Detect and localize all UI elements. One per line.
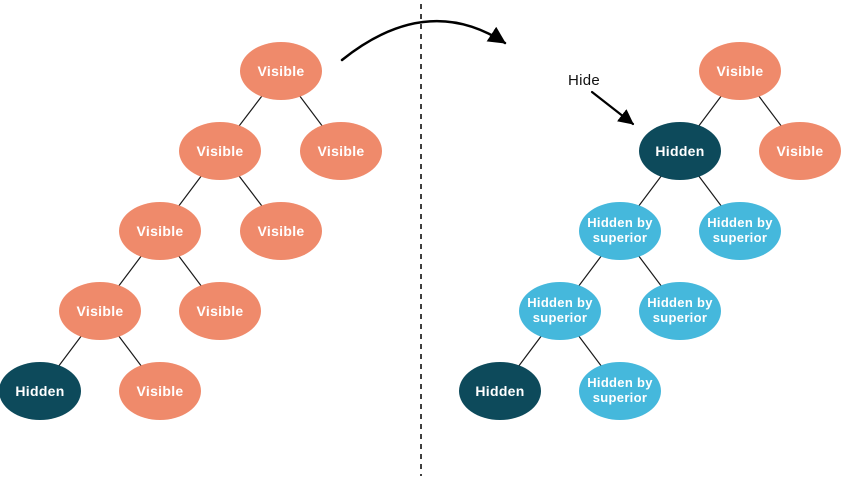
node-hidden-by-superior: Hidden by superior [519,282,601,340]
node-visible: Visible [240,202,322,260]
node-label: Hidden by superior [647,295,713,325]
node-hidden-by-superior: Hidden by superior [579,362,661,420]
node-label: Hidden [655,142,705,159]
node-label: Hidden by superior [587,375,653,405]
node-label: Visible [76,302,124,319]
node-visible: Visible [119,202,201,260]
node-hidden-by-superior: Hidden by superior [639,282,721,340]
node-visible: Visible [699,42,781,100]
transition-arrow [340,19,507,62]
node-hidden: Hidden [459,362,541,420]
node-hidden-by-superior: Hidden by superior [579,202,661,260]
node-visible: Visible [119,362,201,420]
node-label: Visible [136,382,184,399]
node-visible: Visible [240,42,322,100]
node-label: Visible [776,142,824,159]
node-label: Visible [257,62,305,79]
node-visible: Visible [179,282,261,340]
node-hidden: Hidden [639,122,721,180]
node-label: Visible [196,142,244,159]
hide-annotation-label: Hide [567,72,601,89]
node-label: Hidden by superior [527,295,593,325]
node-hidden: Hidden [0,362,81,420]
node-label: Visible [136,222,184,239]
node-hidden-by-superior: Hidden by superior [699,202,781,260]
node-label: Hidden by superior [707,215,773,245]
node-label: Hidden [15,382,65,399]
node-visible: Visible [59,282,141,340]
hide-arrow [590,90,635,126]
node-label: Visible [317,142,365,159]
node-visible: Visible [759,122,841,180]
node-label: Visible [196,302,244,319]
node-label: Visible [257,222,305,239]
node-label: Hidden by superior [587,215,653,245]
node-label: Hidden [475,382,525,399]
node-label: Visible [716,62,764,79]
node-visible: Visible [179,122,261,180]
node-visible: Visible [300,122,382,180]
